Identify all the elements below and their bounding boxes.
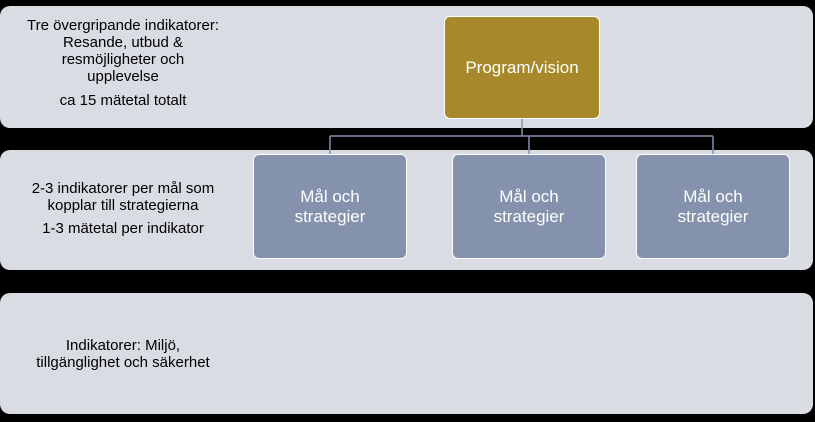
level-1-metric-count: ca 15 mätetal totalt: [59, 92, 187, 109]
level-1-line: Tre övergripande indikatorer:: [26, 17, 220, 34]
level-1-line: upplevelse: [87, 68, 159, 85]
program-vision-label: Program/vision: [465, 57, 579, 77]
level-3-description: Indikatorer: Miljö, tillgänglighet och s…: [6, 337, 240, 371]
level-2-metric-count: 1-3 mätetal per indikator: [42, 220, 204, 237]
level-1-line: Resande, utbud &: [62, 34, 184, 51]
goal-strategy-label: Mål och strategier: [677, 186, 749, 226]
goal-strategy-node: Mål och strategier: [636, 154, 790, 259]
level-2-line: 2-3 indikatorer per mål som: [31, 180, 215, 197]
level-band-bottom: [0, 293, 813, 414]
program-vision-node: Program/vision: [444, 16, 600, 119]
level-1-line: resmöjligheter och: [61, 51, 185, 68]
goal-strategy-label: Mål och strategier: [294, 186, 366, 226]
level-3-line: Indikatorer: Miljö,: [65, 337, 181, 354]
level-2-description: 2-3 indikatorer per mål som kopplar till…: [6, 180, 240, 237]
level-2-line: kopplar till strategierna: [47, 197, 199, 214]
level-3-line: tillgänglighet och säkerhet: [36, 354, 210, 371]
goal-strategy-label: Mål och strategier: [493, 186, 565, 226]
level-1-description: Tre övergripande indikatorer: Resande, u…: [6, 17, 240, 109]
goal-strategy-node: Mål och strategier: [452, 154, 606, 259]
level-band-top: [0, 6, 813, 128]
goal-strategy-node: Mål och strategier: [253, 154, 407, 259]
